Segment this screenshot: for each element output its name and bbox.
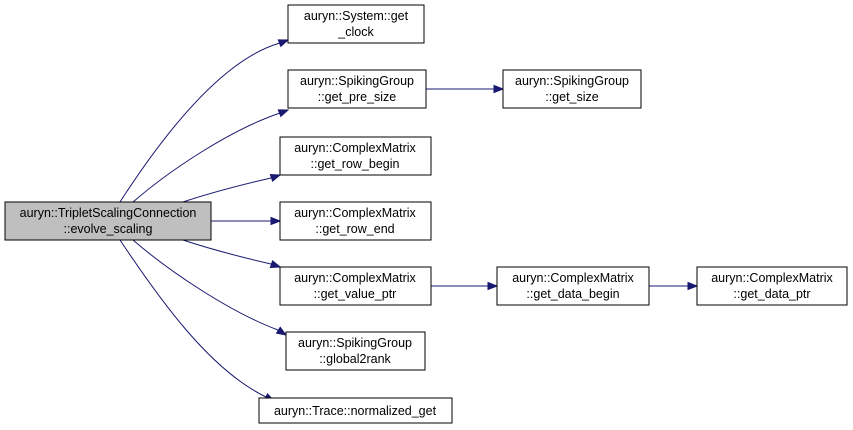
node-label-line2: ::get_row_begin bbox=[311, 157, 400, 171]
node-trace-normalized-get[interactable]: auryn::Trace::normalized_get bbox=[258, 397, 453, 424]
node-label-line1: auryn::ComplexMatrix bbox=[294, 141, 416, 155]
node-label-line1: auryn::Trace::normalized_get bbox=[274, 404, 437, 418]
node-box bbox=[696, 266, 848, 306]
arrowhead-complexmatrix-get-row-end bbox=[270, 216, 282, 226]
node-spikinggroup-get-size[interactable]: auryn::SpikingGroup ::get_size bbox=[502, 69, 642, 109]
node-label-line2: ::global2rank bbox=[319, 352, 391, 366]
node-box bbox=[287, 4, 425, 44]
edge-root-to-spikinggroup-get-pre-size bbox=[132, 112, 281, 203]
node-label-line2: ::get_size bbox=[545, 90, 599, 104]
edge-root-to-spikinggroup-global2rank bbox=[132, 239, 279, 331]
node-box bbox=[258, 397, 453, 424]
arrowhead-complexmatrix-get-data-ptr bbox=[687, 281, 699, 291]
arrowhead-spikinggroup-global2rank bbox=[275, 326, 288, 336]
arrowhead-system-get-clock bbox=[277, 39, 290, 48]
node-label-line2: ::get_pre_size bbox=[318, 90, 397, 104]
node-label-line1: auryn::SpikingGroup bbox=[298, 336, 412, 350]
node-complexmatrix-get-data-begin[interactable]: auryn::ComplexMatrix ::get_data_begin bbox=[496, 266, 650, 306]
node-label-line1: auryn::ComplexMatrix bbox=[711, 271, 833, 285]
arrowhead-complexmatrix-get-data-begin bbox=[487, 281, 499, 291]
node-label-line2: _clock bbox=[337, 25, 374, 39]
node-box bbox=[502, 69, 642, 109]
node-spikinggroup-global2rank[interactable]: auryn::SpikingGroup ::global2rank bbox=[285, 331, 426, 371]
edge-root-to-complexmatrix-get-value-ptr bbox=[182, 239, 272, 265]
node-system-get-clock[interactable]: auryn::System::get _clock bbox=[287, 4, 425, 44]
node-spikinggroup-get-pre-size[interactable]: auryn::SpikingGroup ::get_pre_size bbox=[287, 69, 427, 109]
node-box bbox=[496, 266, 650, 306]
node-complexmatrix-get-data-ptr[interactable]: auryn::ComplexMatrix ::get_data_ptr bbox=[696, 266, 848, 306]
arrowhead-spikinggroup-get-size bbox=[493, 84, 505, 94]
node-label-line1: auryn::ComplexMatrix bbox=[294, 271, 416, 285]
node-label-line1: auryn::ComplexMatrix bbox=[512, 271, 634, 285]
node-box bbox=[287, 69, 427, 109]
edge-root-to-system-get-clock bbox=[119, 42, 281, 203]
arrowhead-complexmatrix-get-row-begin bbox=[269, 173, 282, 183]
node-label-line1: auryn::ComplexMatrix bbox=[294, 206, 416, 220]
arrowhead-complexmatrix-get-value-ptr bbox=[269, 259, 282, 269]
edge-root-to-trace-normalized-get bbox=[119, 239, 267, 398]
node-label-line1: auryn::SpikingGroup bbox=[515, 74, 629, 88]
arrowhead-spikinggroup-get-pre-size bbox=[277, 109, 290, 118]
node-label-line2: ::get_data_ptr bbox=[733, 287, 810, 301]
node-label-line2: ::get_row_end bbox=[315, 222, 394, 236]
node-box bbox=[279, 201, 432, 241]
node-box bbox=[279, 266, 432, 306]
node-complexmatrix-get-row-begin[interactable]: auryn::ComplexMatrix ::get_row_begin bbox=[279, 136, 432, 176]
edge-root-to-complexmatrix-get-row-begin bbox=[182, 177, 272, 203]
node-complexmatrix-get-row-end[interactable]: auryn::ComplexMatrix ::get_row_end bbox=[279, 201, 432, 241]
node-complexmatrix-get-value-ptr[interactable]: auryn::ComplexMatrix ::get_value_ptr bbox=[279, 266, 432, 306]
root-node-label-line1: auryn::TripletScalingConnection bbox=[20, 206, 197, 220]
node-label-line2: ::get_data_begin bbox=[526, 287, 619, 301]
node-label-line2: ::get_value_ptr bbox=[314, 287, 397, 301]
node-label-line1: auryn::System::get bbox=[304, 9, 409, 23]
node-box bbox=[285, 331, 426, 371]
edges-layer bbox=[119, 39, 699, 402]
node-box bbox=[279, 136, 432, 176]
root-node-label-line2: ::evolve_scaling bbox=[64, 222, 153, 236]
node-label-line1: auryn::SpikingGroup bbox=[300, 74, 414, 88]
root-node-box bbox=[4, 201, 212, 241]
root-node[interactable]: auryn::TripletScalingConnection ::evolve… bbox=[4, 201, 212, 241]
